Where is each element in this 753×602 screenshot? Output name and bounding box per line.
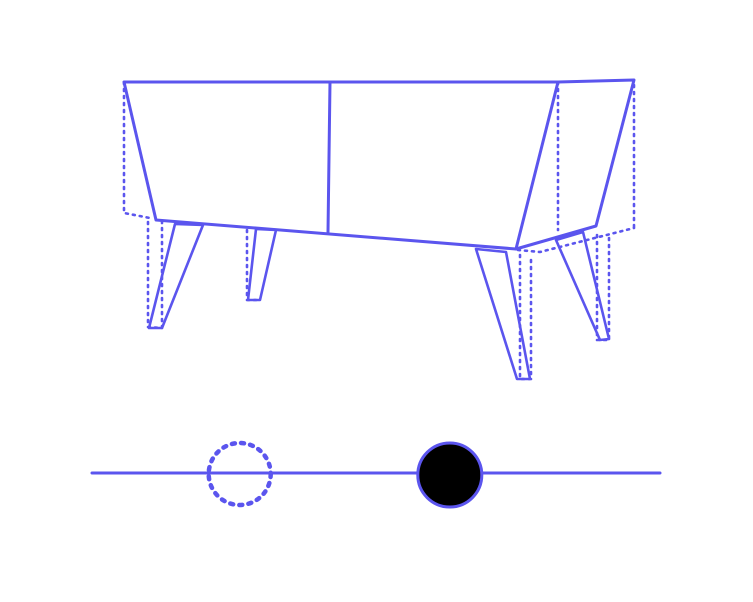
cabinet-dotted-bottom-edge [516,226,636,254]
leg-front-left [147,222,205,330]
leg-front-right [474,247,532,381]
cabinet-door-divider [326,80,332,234]
cabinet-dotted-left-edge [122,80,152,220]
angle-slider[interactable] [90,440,662,509]
slider-ghost-position [206,440,273,508]
leg-dotted-front-right [518,253,533,381]
leg-back-right [554,230,611,342]
cabinet-outline-solid [122,78,636,381]
leg-dotted-front-left [146,220,164,330]
slider-knob[interactable] [416,441,484,509]
leg-back-left [246,227,278,302]
cabinet-outline-dotted [122,80,636,381]
cabinet-body-side [514,78,636,251]
leg-dotted-back-right [595,233,611,342]
